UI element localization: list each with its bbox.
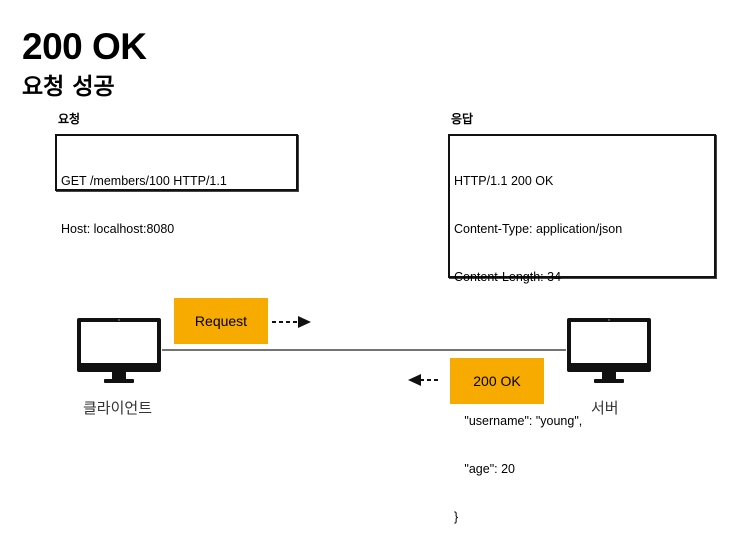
request-tag: Request <box>174 298 268 344</box>
server-label: 서버 <box>591 399 619 417</box>
response-arrow-head <box>408 374 421 386</box>
request-line-2: Host: localhost:8080 <box>61 222 175 236</box>
page-title: 200 OK <box>22 26 147 67</box>
page-subtitle: 요청 성공 <box>22 74 115 100</box>
client-monitor-icon <box>77 318 161 383</box>
response-line-8: } <box>454 510 459 524</box>
response-line-1: HTTP/1.1 200 OK <box>454 174 554 188</box>
request-label: 요청 <box>58 112 81 126</box>
request-message-text: GET /members/100 HTTP/1.1 Host: localhos… <box>57 136 296 269</box>
response-line-2: Content-Type: application/json <box>454 222 623 236</box>
request-arrow-head <box>298 316 311 328</box>
client-label: 클라이언트 <box>83 399 153 417</box>
response-line-7: "age": 20 <box>454 462 515 476</box>
response-line-6: "username": "young", <box>454 414 583 428</box>
response-line-3: Content-Length: 34 <box>454 270 562 284</box>
server-monitor-icon <box>567 318 651 383</box>
flow-lines <box>162 316 566 386</box>
response-tag: 200 OK <box>450 358 544 404</box>
response-label: 응답 <box>451 112 474 126</box>
request-line-1: GET /members/100 HTTP/1.1 <box>61 174 227 188</box>
request-message-box: GET /members/100 HTTP/1.1 Host: localhos… <box>55 134 298 236</box>
